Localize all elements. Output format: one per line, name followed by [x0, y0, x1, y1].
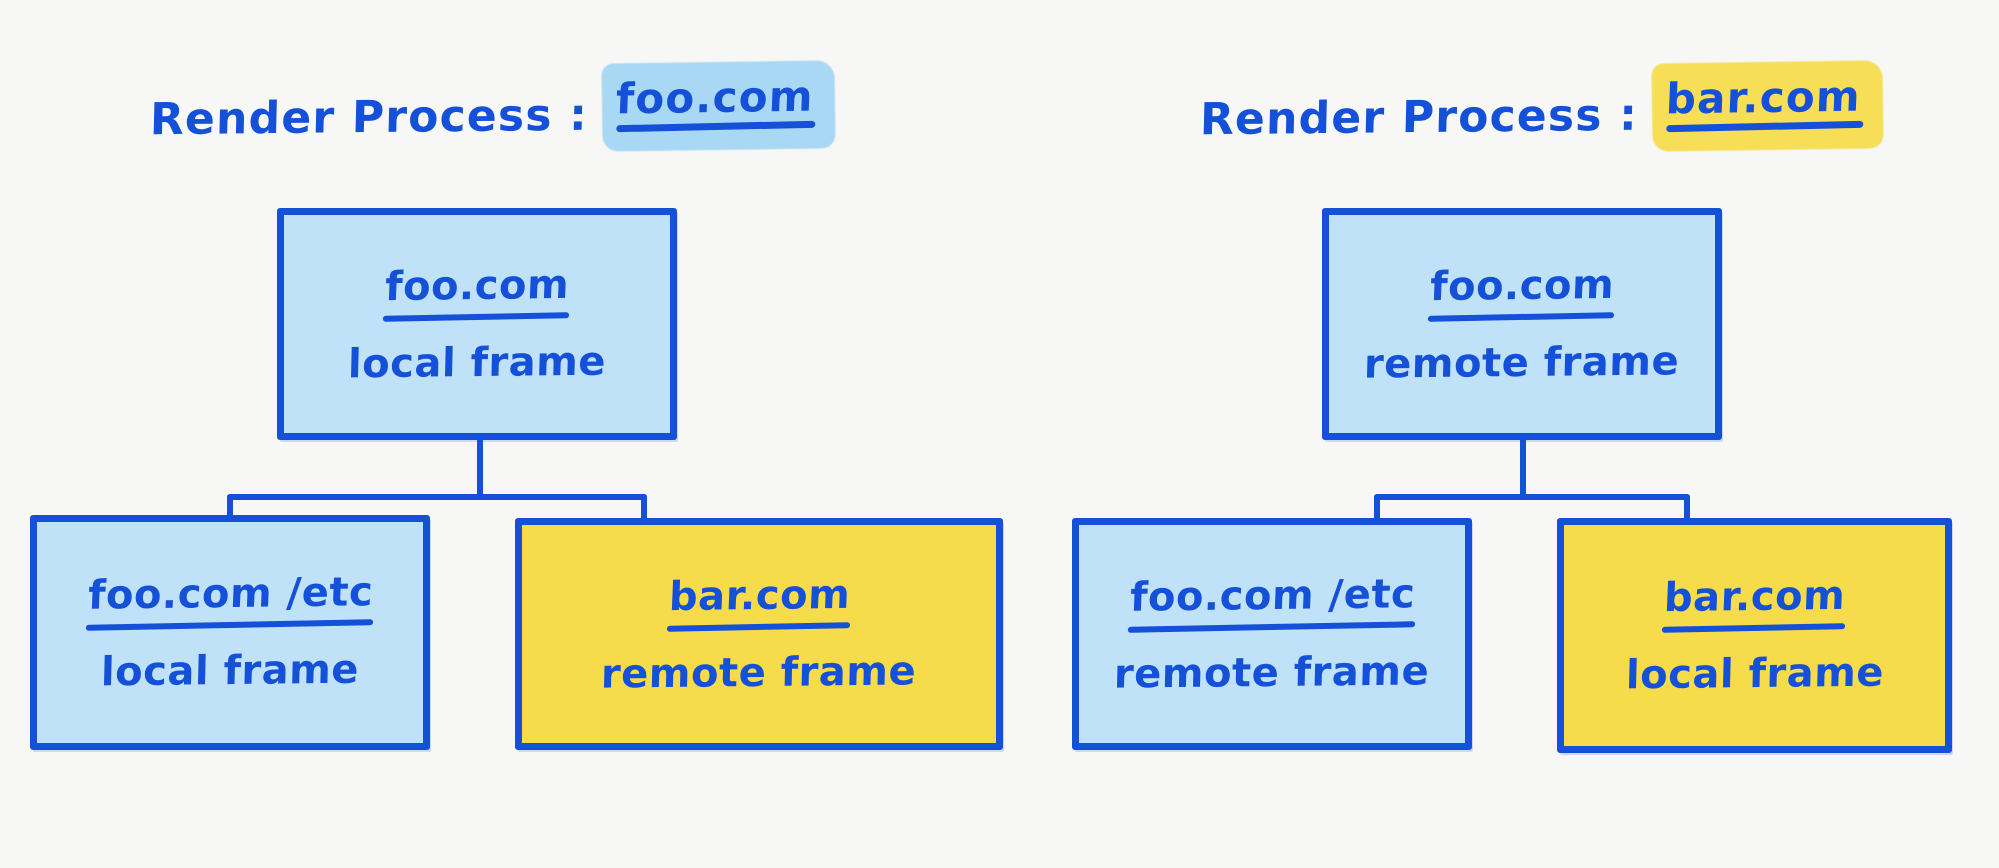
frame-origin-child2-right: bar.com	[1661, 572, 1847, 633]
frame-origin-text: bar.com	[1663, 572, 1847, 622]
heading-origin-bar-highlight: bar.com	[1651, 60, 1884, 152]
frame-kind-child2-left: remote frame	[600, 647, 918, 698]
frame-origin-text: foo.com /etc	[86, 569, 374, 619]
frame-kind-root-right: remote frame	[1363, 337, 1681, 388]
frame-origin-root-right: foo.com	[1427, 261, 1616, 322]
connector-root-stem-left	[477, 437, 483, 499]
frame-origin-underline	[85, 619, 373, 631]
connector-drop-child2-left	[641, 494, 647, 521]
frame-box-child2-left[interactable]: bar.com remote frame	[515, 518, 1003, 750]
frame-origin-child1-right: foo.com /etc	[1127, 570, 1416, 633]
frame-origin-underline	[1661, 623, 1846, 633]
frame-origin-text: foo.com	[1429, 261, 1616, 310]
connector-drop-child2-right	[1684, 494, 1690, 521]
heading-origin-foo-highlight: foo.com	[601, 60, 836, 152]
frame-kind-child1-right: remote frame	[1113, 647, 1431, 698]
frame-origin-child2-left: bar.com	[666, 571, 851, 632]
connector-horizontal-right	[1374, 494, 1690, 500]
frame-origin-underline	[382, 311, 570, 322]
heading-render-process-bar: Render Process : bar.com	[1199, 60, 1884, 152]
frame-box-child1-left[interactable]: foo.com /etc local frame	[30, 515, 430, 750]
frame-box-child2-right[interactable]: bar.com local frame	[1557, 518, 1952, 753]
frame-origin-underline	[666, 621, 850, 632]
heading-label: Render Process :	[149, 89, 589, 146]
frame-origin-underline	[1127, 620, 1415, 633]
connector-drop-child1-right	[1374, 494, 1380, 521]
frame-box-child1-right[interactable]: foo.com /etc remote frame	[1072, 518, 1472, 750]
frame-origin-text: bar.com	[667, 571, 851, 620]
frame-box-root-right[interactable]: foo.com remote frame	[1322, 208, 1722, 440]
frame-origin-underline	[1427, 311, 1615, 322]
frame-kind-child1-left: local frame	[100, 646, 360, 696]
heading-origin-text: bar.com	[1664, 71, 1862, 124]
connector-drop-child1-left	[227, 494, 233, 534]
connector-horizontal-left	[227, 494, 647, 500]
connector-root-stem-right	[1520, 437, 1526, 499]
heading-render-process-foo: Render Process : foo.com	[149, 60, 836, 152]
frame-kind-child2-right: local frame	[1624, 649, 1885, 699]
frame-origin-text: foo.com /etc	[1128, 570, 1416, 621]
frame-box-root-left[interactable]: foo.com local frame	[277, 208, 677, 440]
heading-origin-text: foo.com	[614, 71, 815, 124]
frame-origin-child1-left: foo.com /etc	[85, 569, 374, 631]
frame-origin-root-left: foo.com	[382, 261, 571, 322]
heading-label: Render Process :	[1199, 89, 1639, 146]
frame-origin-text: foo.com	[384, 261, 571, 310]
frame-kind-root-left: local frame	[347, 338, 607, 387]
